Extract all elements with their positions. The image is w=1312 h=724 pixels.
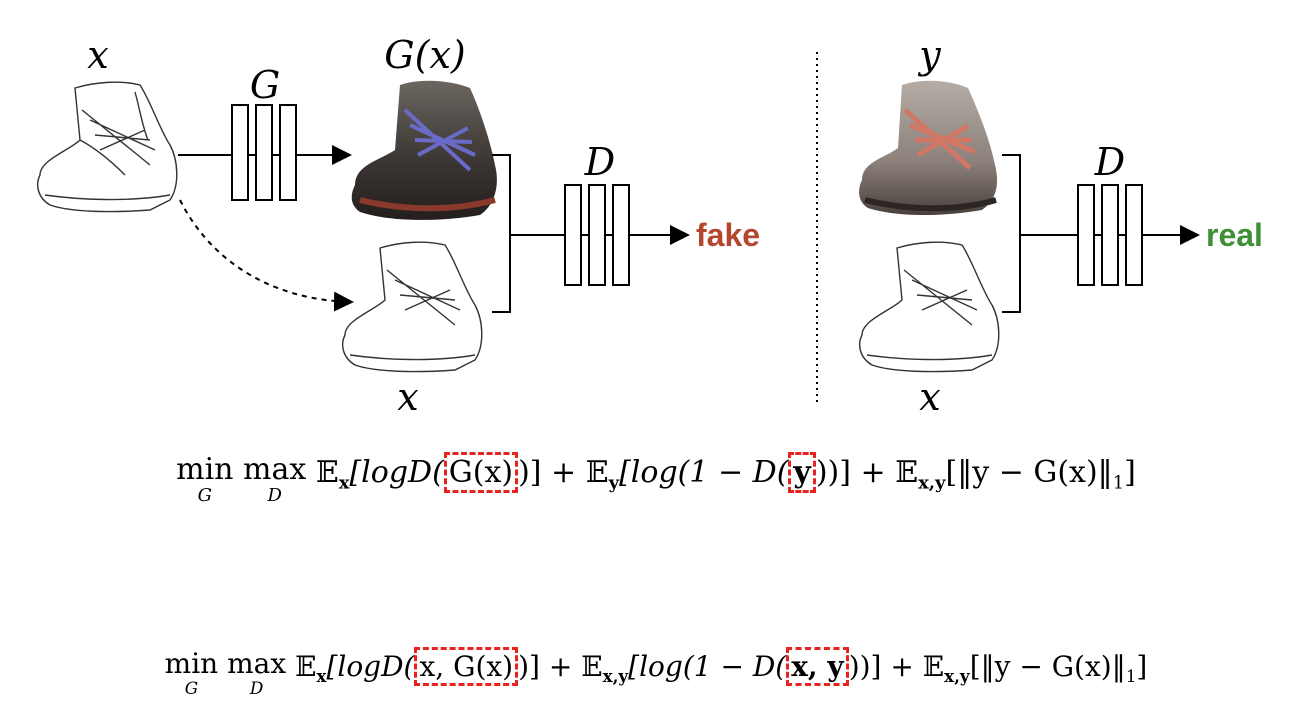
label-x-bottom-left: x — [397, 375, 418, 419]
min-subscript: G — [184, 678, 199, 698]
equation-term: ))] — [848, 650, 882, 683]
label-y-target: y — [917, 33, 941, 77]
equation-term: [log(1 − D( — [628, 650, 787, 683]
max-subscript: D — [249, 678, 264, 698]
label-discriminator-right: D — [1094, 140, 1125, 184]
norm-subscript: 1 — [1112, 472, 1125, 494]
min-operator: min — [176, 452, 234, 487]
generated-boot-image — [351, 80, 497, 220]
equation-term: ))] — [815, 455, 851, 490]
equation-term: ] — [1124, 455, 1136, 490]
label-x-bottom-right: x — [919, 375, 940, 419]
highlight-box: G(x) — [443, 452, 519, 493]
expectation-subscript: x,y — [944, 665, 970, 686]
expectation-symbol: 𝔼 — [315, 455, 339, 490]
sketch-boot-input — [37, 81, 178, 213]
expectation-subscript: y — [608, 472, 620, 494]
sketch-boot-paired — [859, 241, 1000, 373]
generator-block — [231, 104, 297, 201]
label-generator: G — [250, 63, 280, 107]
equation-term: )] — [518, 455, 542, 490]
equation-term: [‖y − G(x)‖ — [969, 650, 1126, 683]
expectation-subscript: x — [338, 472, 350, 494]
sketch-boot-copy — [342, 241, 483, 373]
plus-sign: + — [541, 455, 586, 490]
expectation-symbol: 𝔼 — [585, 455, 609, 490]
expectation-symbol: 𝔼 — [922, 650, 945, 683]
label-real: real — [1206, 217, 1263, 253]
expectation-symbol: 𝔼 — [295, 650, 317, 683]
plus-sign: + — [539, 650, 582, 683]
norm-subscript: 1 — [1125, 665, 1137, 686]
discriminator-block-left — [564, 184, 630, 286]
min-subscript: G — [197, 485, 212, 506]
max-operator: max — [227, 647, 287, 680]
expectation-subscript: x,y — [602, 665, 629, 686]
label-generated-output: G(x) — [384, 33, 465, 77]
plus-sign: + — [881, 650, 923, 683]
label-discriminator-left: D — [584, 140, 615, 184]
min-operator: min — [164, 647, 219, 680]
plus-sign: + — [850, 455, 896, 490]
equation-term: ] — [1136, 650, 1148, 683]
label-fake: fake — [696, 217, 760, 253]
equation-term: [‖y − G(x)‖ — [945, 455, 1113, 490]
max-subscript: D — [267, 485, 282, 506]
pipeline-diagram: x G G(x) D x y D x — [37, 33, 1263, 419]
expectation-symbol: 𝔼 — [581, 650, 603, 683]
max-operator: max — [243, 452, 307, 487]
real-boot-image — [859, 80, 998, 216]
highlight-box: x, G(x) — [414, 647, 519, 686]
highlight-box: y — [788, 452, 816, 493]
discriminator-block-right — [1077, 184, 1143, 286]
expectation-subscript: x — [316, 665, 327, 686]
equation-term: [log(1 − D( — [619, 455, 789, 490]
highlight-box: x, y — [786, 647, 849, 686]
expectation-symbol: 𝔼 — [895, 455, 919, 490]
equation-term: [logD( — [349, 455, 444, 490]
expectation-subscript: x,y — [918, 472, 946, 494]
equation-term: )] — [518, 650, 540, 683]
equation-term: [logD( — [326, 650, 415, 683]
label-x-input: x — [87, 33, 108, 77]
